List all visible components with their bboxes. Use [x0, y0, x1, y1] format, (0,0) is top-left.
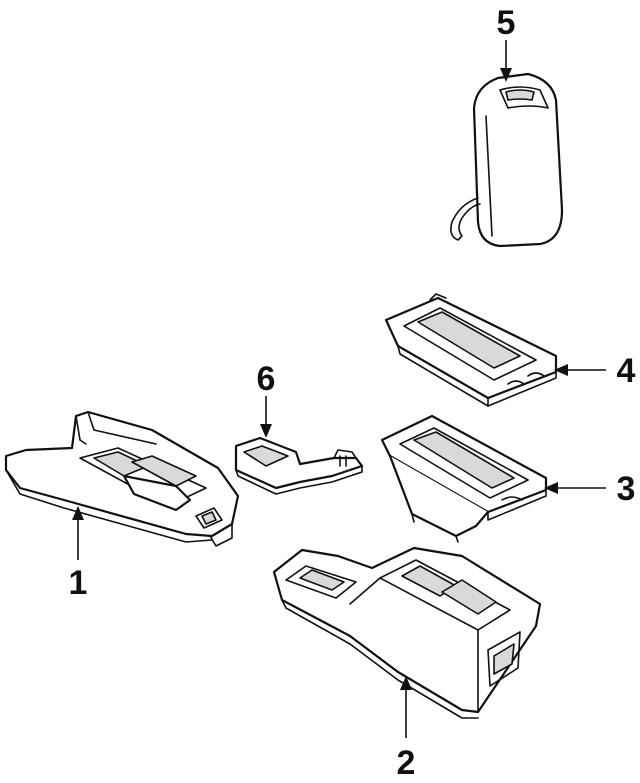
callout-2: 2: [397, 744, 416, 782]
callout-leaders: [72, 40, 606, 738]
callout-6: 6: [257, 360, 276, 398]
part-2-rear-console[interactable]: [272, 546, 542, 719]
callout-3: 3: [617, 470, 636, 508]
callout-4: 4: [617, 352, 636, 390]
part-6-shifter-bezel[interactable]: [234, 436, 364, 495]
part-4-storage-tray[interactable]: [384, 293, 558, 407]
part-5-armrest-lid[interactable]: [450, 72, 564, 248]
part-1-front-console[interactable]: [4, 410, 240, 547]
callout-labels: 5 4 6 3 1 2: [69, 4, 636, 782]
callout-1: 1: [69, 564, 88, 602]
callout-5: 5: [497, 4, 516, 42]
part-3-storage-box[interactable]: [380, 414, 548, 543]
